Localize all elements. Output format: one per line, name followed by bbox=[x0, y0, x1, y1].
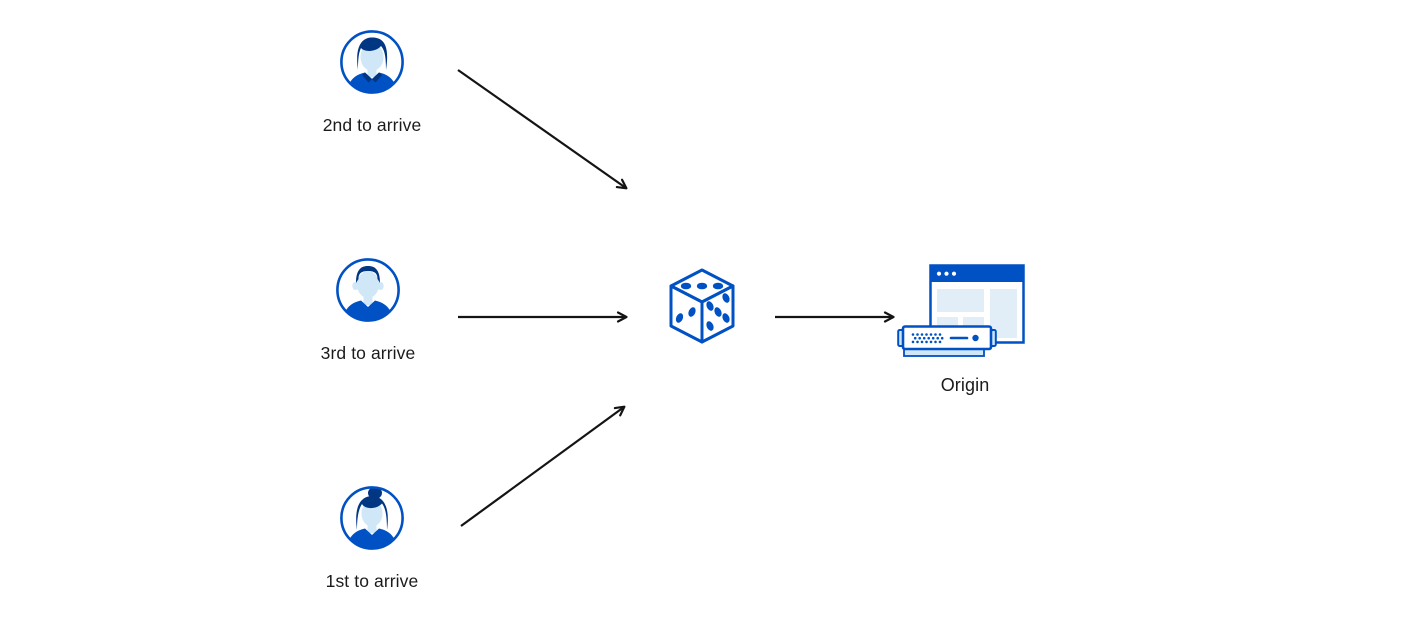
node-first-user: 1st to arrive bbox=[292, 484, 452, 592]
node-second-user: 2nd to arrive bbox=[292, 28, 452, 136]
node-origin: Origin bbox=[897, 263, 1033, 403]
dice-pips bbox=[675, 282, 730, 331]
node-label: 1st to arrive bbox=[325, 571, 419, 591]
node-label: 3rd to arrive bbox=[320, 343, 416, 363]
male-user-avatar-icon bbox=[336, 258, 400, 322]
dice-icon bbox=[669, 268, 735, 344]
origin-label: Origin bbox=[940, 375, 990, 395]
female-user-avatar-icon bbox=[340, 486, 404, 550]
node-third-user: 3rd to arrive bbox=[288, 256, 448, 364]
server-vent-dots bbox=[911, 333, 944, 344]
male-user-avatar-icon bbox=[340, 30, 404, 94]
node-label: 2nd to arrive bbox=[322, 115, 422, 135]
browser-window-icon bbox=[929, 264, 1025, 344]
server-icon bbox=[897, 325, 997, 357]
arrow-second-user-to-dice bbox=[457, 69, 628, 190]
arrow-first-user-to-dice bbox=[460, 405, 626, 527]
node-randomizer bbox=[667, 267, 737, 345]
browser-dots bbox=[936, 271, 957, 276]
